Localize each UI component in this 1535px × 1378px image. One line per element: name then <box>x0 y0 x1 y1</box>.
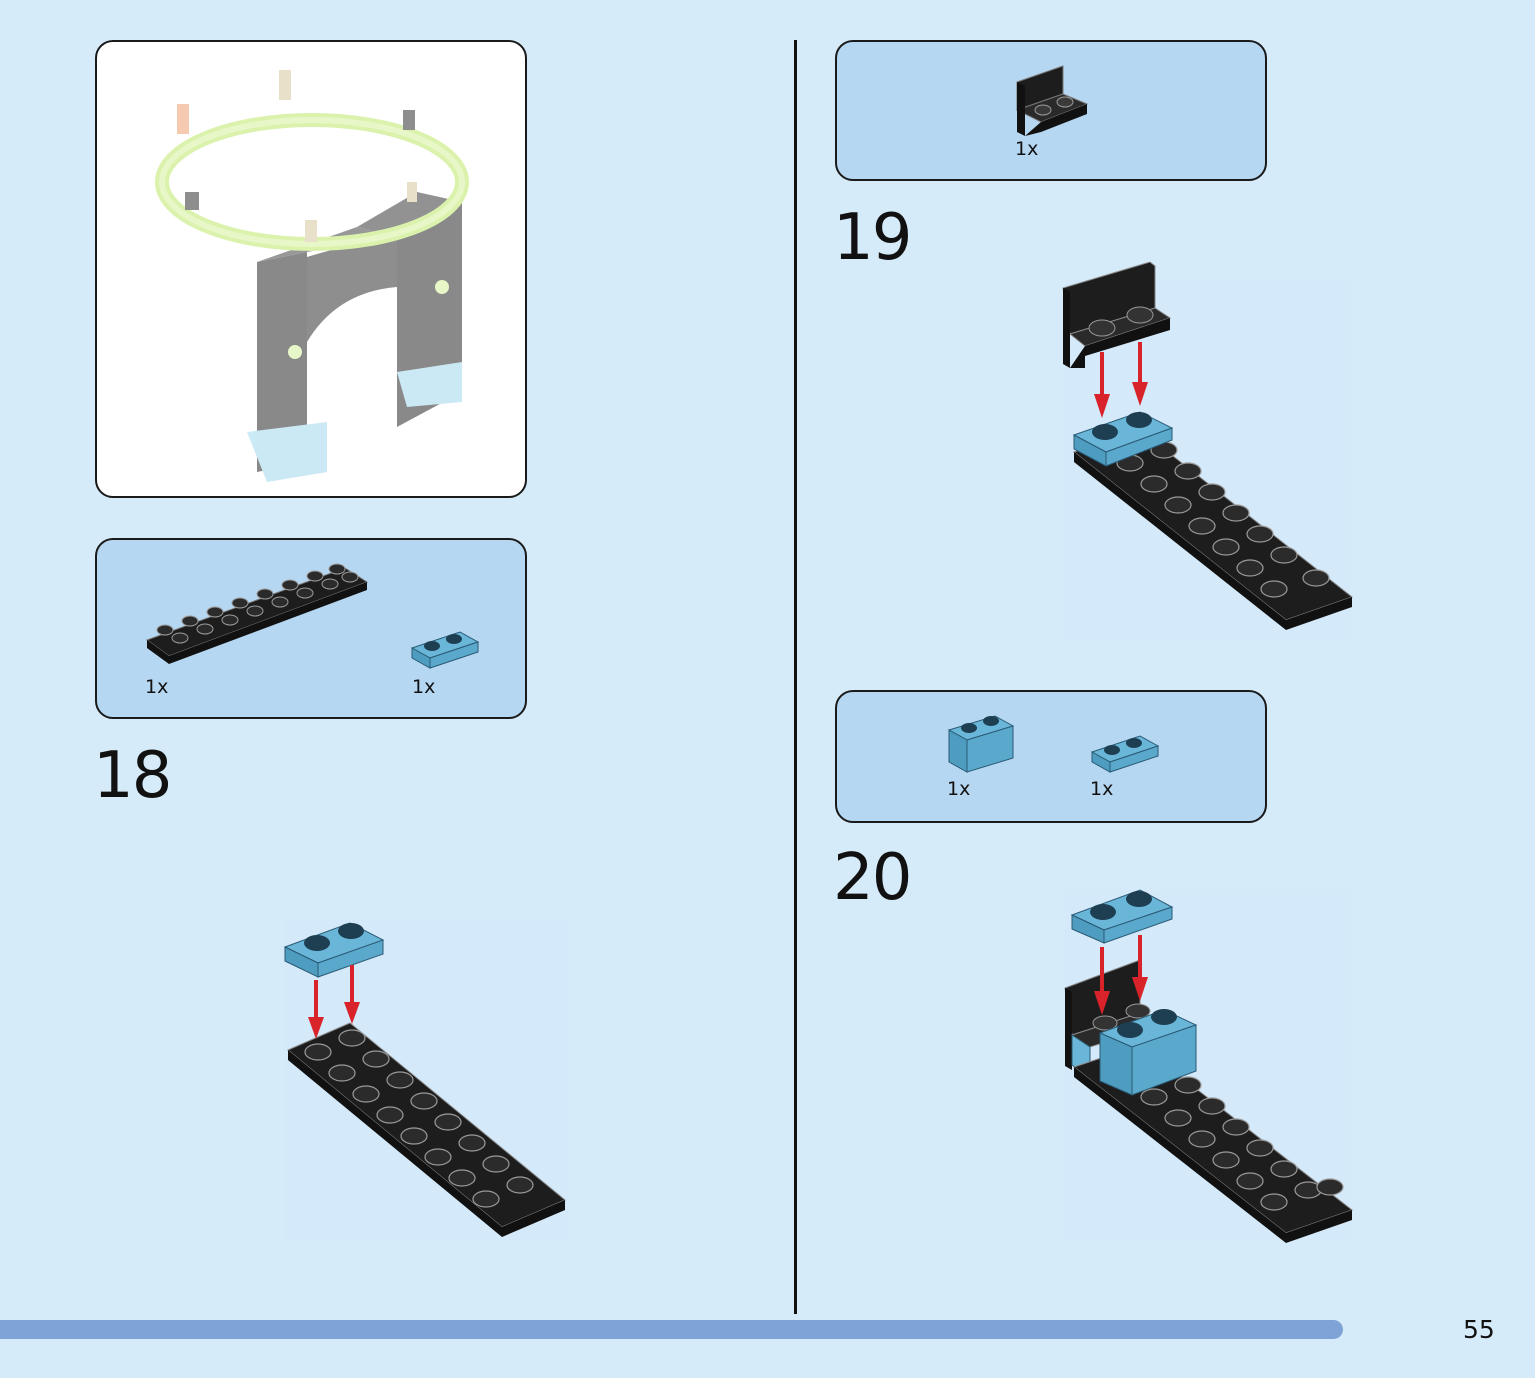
step-number-18: 18 <box>93 739 172 813</box>
column-divider <box>794 40 797 1314</box>
part-quantity: 1x <box>1090 778 1114 800</box>
black-plate-2x8-icon <box>145 563 369 664</box>
step-number-19: 19 <box>833 201 912 275</box>
part-quantity: 1x <box>947 778 971 800</box>
part-quantity: 1x <box>1015 138 1039 160</box>
step-20-build-illustration <box>1064 889 1354 1243</box>
archway-with-ring-assembly-icon <box>155 70 469 482</box>
step-20-parts-list: 1x 1x <box>835 690 1267 823</box>
step-18-parts-list: 1x 1x <box>95 538 527 719</box>
step-18-build-illustration <box>283 920 570 1240</box>
page-number: 55 <box>1463 1315 1495 1344</box>
light-blue-plate-1x2-icon <box>1090 735 1160 773</box>
previous-build-preview <box>95 40 527 498</box>
part-quantity: 1x <box>145 676 169 698</box>
build-progress-fill <box>0 1320 1343 1339</box>
light-blue-plate-1x2-icon <box>410 631 480 669</box>
step-19-build-illustration <box>1062 261 1354 640</box>
step-19-parts-list: 1x <box>835 40 1267 181</box>
step-number-20: 20 <box>833 841 912 915</box>
part-quantity: 1x <box>412 676 436 698</box>
black-bracket-1x2-icon <box>1015 65 1089 136</box>
light-blue-brick-1x2-icon <box>947 715 1015 773</box>
build-progress-bar <box>0 1320 1436 1339</box>
